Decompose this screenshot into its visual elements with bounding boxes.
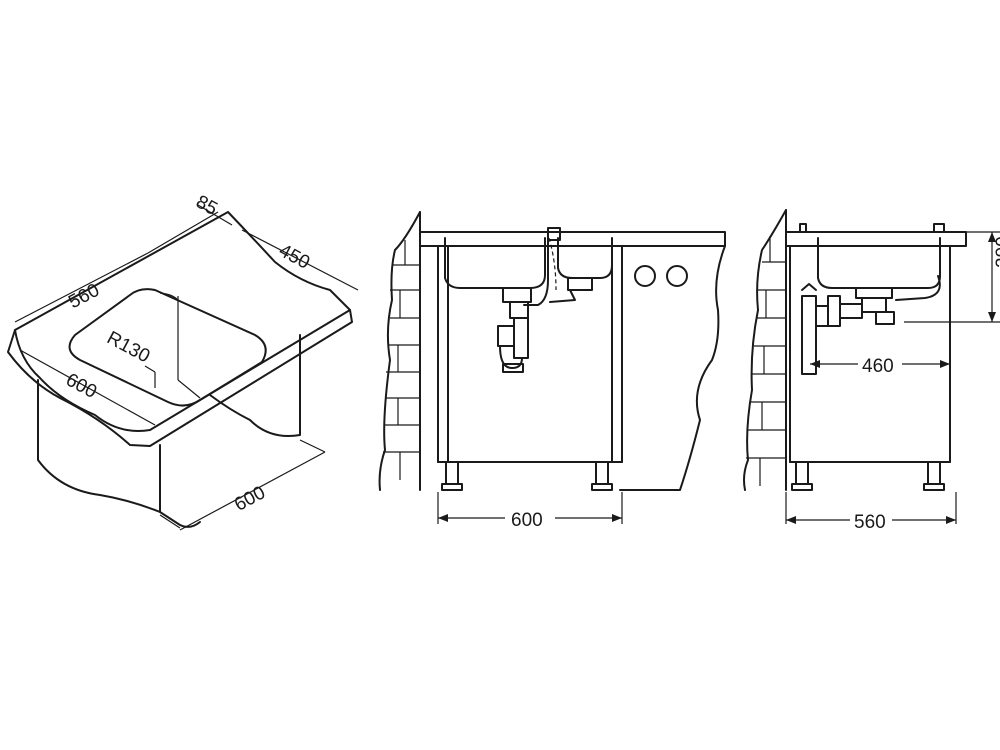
dim-600-front-label: 600: [511, 510, 543, 531]
isometric-view: 85 450 560 600 R130 600: [7, 192, 359, 531]
dim-460-label: 460: [862, 356, 894, 377]
dim-290-label: 290: [993, 236, 1000, 268]
dim-560-side-label: 560: [854, 512, 886, 533]
dim-600-iso-label: 600: [62, 370, 100, 403]
front-view: 600: [378, 211, 726, 531]
dim-600-cabinet-label: 600: [231, 482, 269, 515]
side-view: 460 290 560: [743, 209, 1000, 533]
dim-r130-label: R130: [103, 328, 153, 368]
dim-450-label: 450: [275, 240, 313, 273]
